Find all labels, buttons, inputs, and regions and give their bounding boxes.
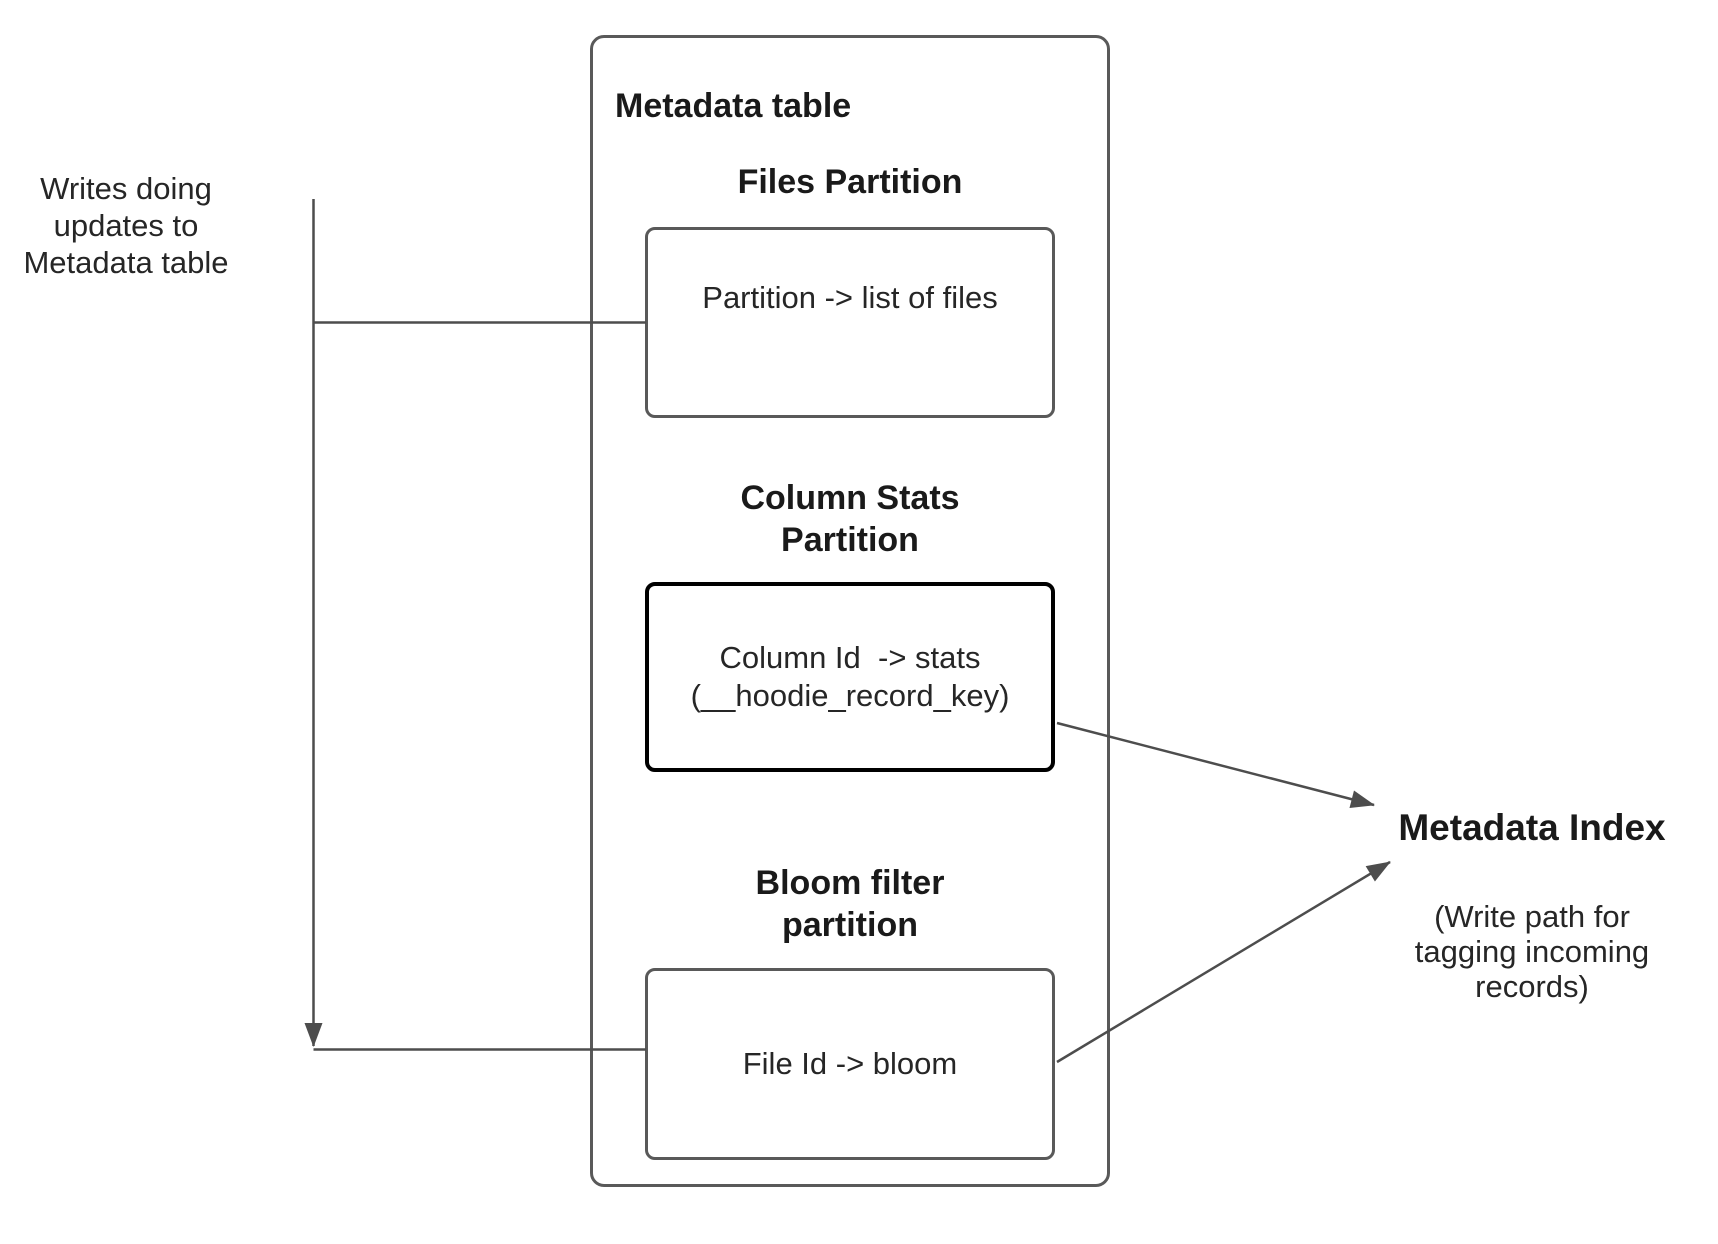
metadata-table-title: Metadata table [615, 87, 852, 125]
column-stats-partition-box: Column Id -> stats (__hoodie_record_key) [645, 582, 1055, 772]
column-stats-partition-heading: Column Stats Partition [740, 479, 960, 559]
metadata-index-caption: (Write path for tagging incoming records… [1414, 899, 1650, 1004]
metadata-index-title: Metadata Index [1398, 807, 1666, 848]
bloom-filter-partition-body: File Id -> bloom [742, 1046, 958, 1081]
writes-note: Writes doing updates to Metadata table [23, 171, 229, 280]
bloom-filter-partition-box: File Id -> bloom [645, 968, 1055, 1160]
files-partition-body: Partition -> list of files [702, 279, 998, 315]
bloom-filter-partition-heading: Bloom filter partition [755, 864, 945, 944]
column-stats-partition-body: Column Id -> stats (__hoodie_record_key) [690, 640, 1010, 713]
files-partition-box: Partition -> list of files [645, 227, 1055, 418]
files-partition-heading: Files Partition [737, 163, 963, 201]
